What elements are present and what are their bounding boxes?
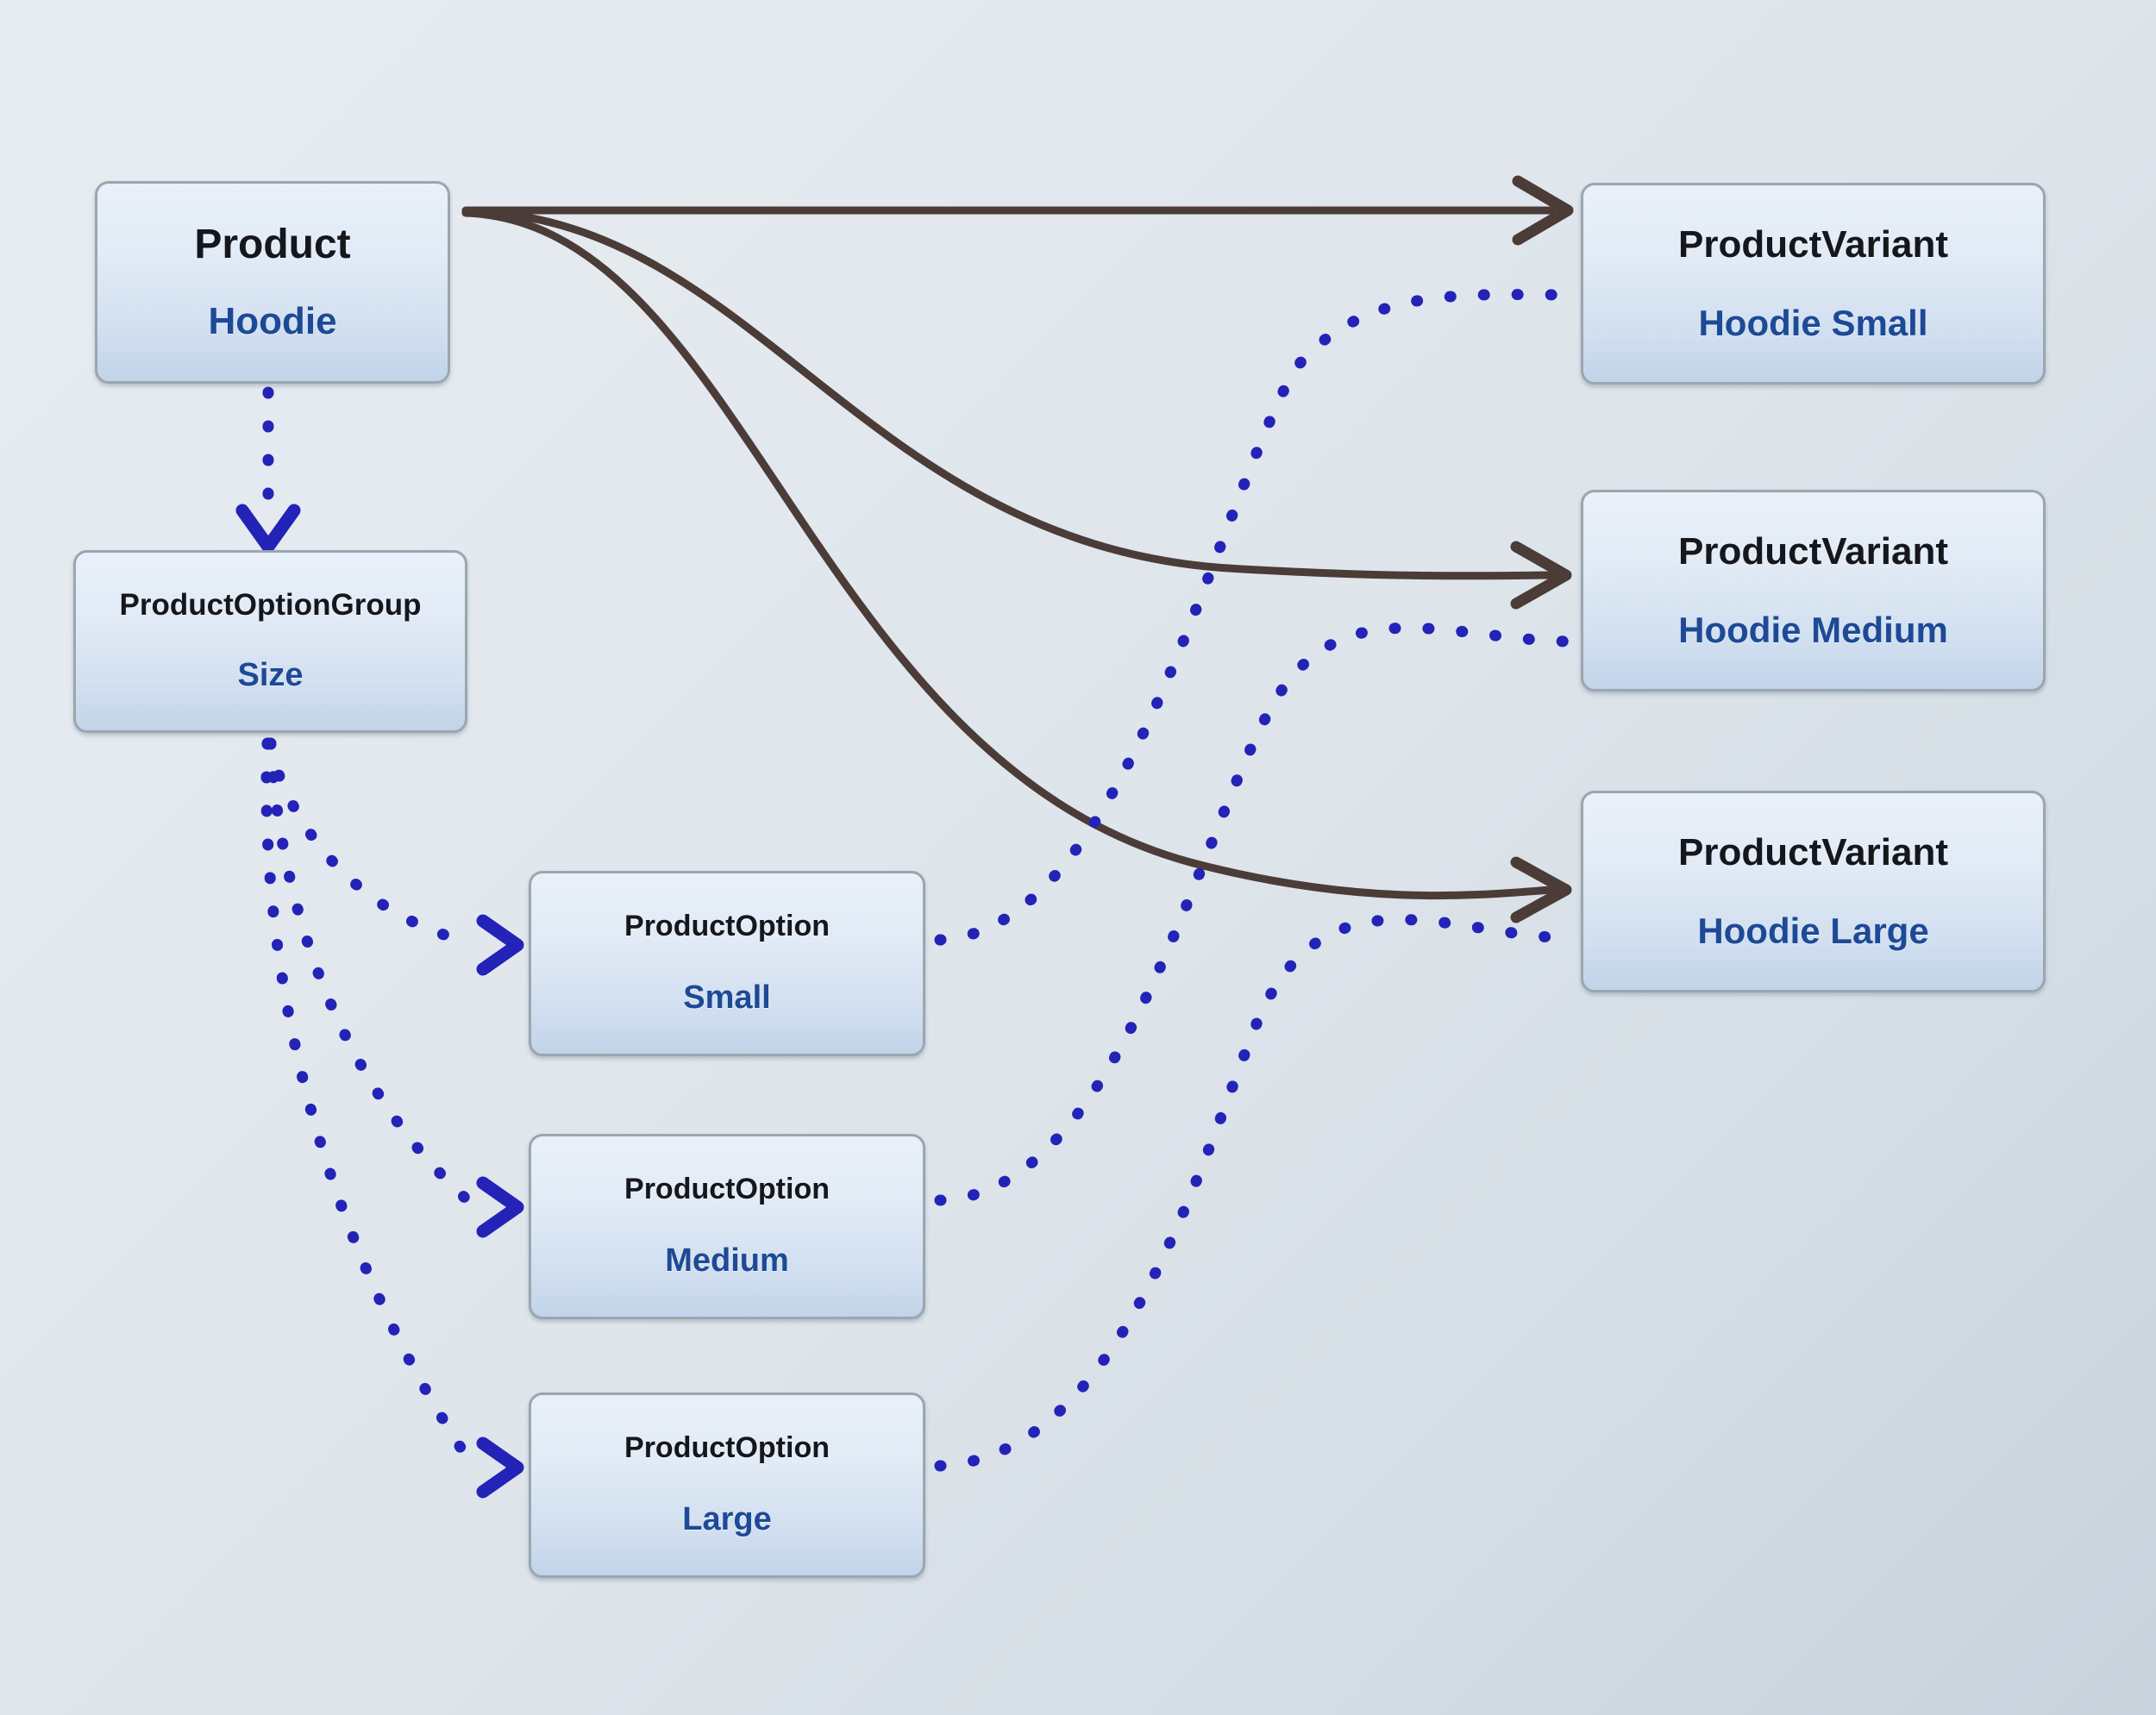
node-product-variant-large-label: Hoodie Large (1697, 911, 1929, 952)
node-product-label: Hoodie (208, 299, 337, 342)
edge-group-to-option-large (260, 737, 479, 1472)
node-product-type: Product (194, 222, 351, 268)
node-product-variant-medium[interactable]: ProductVariant Hoodie Medium (1581, 490, 2046, 692)
node-product-variant-medium-type: ProductVariant (1678, 529, 1948, 573)
node-product-option-small-type: ProductOption (624, 909, 830, 942)
node-product-option-group[interactable]: ProductOptionGroup Size (73, 550, 467, 733)
arrowhead-option-medium (476, 1176, 524, 1238)
node-product-option-medium-type: ProductOption (624, 1172, 830, 1205)
edge-product-to-variant-large (461, 209, 1555, 900)
node-product-option-medium-label: Medium (665, 1242, 789, 1280)
node-product-option-group-label: Size (237, 657, 304, 694)
node-product-variant-small[interactable]: ProductVariant Hoodie Small (1581, 183, 2046, 385)
edge-group-to-option-small (263, 737, 480, 949)
node-product-option-group-type: ProductOptionGroup (119, 587, 422, 622)
arrowhead-variant-medium (1510, 541, 1572, 610)
node-product-option-small[interactable]: ProductOption Small (529, 871, 925, 1056)
node-product-option-large-label: Large (682, 1501, 772, 1538)
node-product-variant-large-type: ProductVariant (1678, 830, 1948, 873)
node-product-option-medium[interactable]: ProductOption Medium (529, 1134, 925, 1319)
edge-group-to-option-medium (265, 737, 479, 1211)
node-product[interactable]: Product Hoodie (95, 181, 450, 384)
edge-option-medium-to-variant-medium (934, 622, 1580, 1206)
edge-option-small-to-variant-small (934, 289, 1580, 946)
arrowhead-optiongroup (235, 504, 301, 554)
node-product-option-large-type: ProductOption (624, 1430, 830, 1464)
node-product-option-large[interactable]: ProductOption Large (529, 1393, 925, 1578)
node-product-variant-medium-label: Hoodie Medium (1678, 610, 1948, 651)
edge-option-large-to-variant-large (934, 914, 1580, 1472)
node-product-variant-large[interactable]: ProductVariant Hoodie Large (1581, 791, 2046, 992)
arrowhead-variant-large (1510, 856, 1572, 923)
node-product-option-small-label: Small (683, 980, 771, 1017)
edge-product-to-variant-medium (461, 207, 1555, 580)
node-product-variant-small-label: Hoodie Small (1698, 303, 1928, 344)
arrowhead-option-small (476, 914, 524, 976)
arrowhead-option-large (476, 1436, 524, 1499)
node-product-variant-small-type: ProductVariant (1678, 222, 1948, 266)
arrowhead-variant-small (1512, 175, 1574, 246)
